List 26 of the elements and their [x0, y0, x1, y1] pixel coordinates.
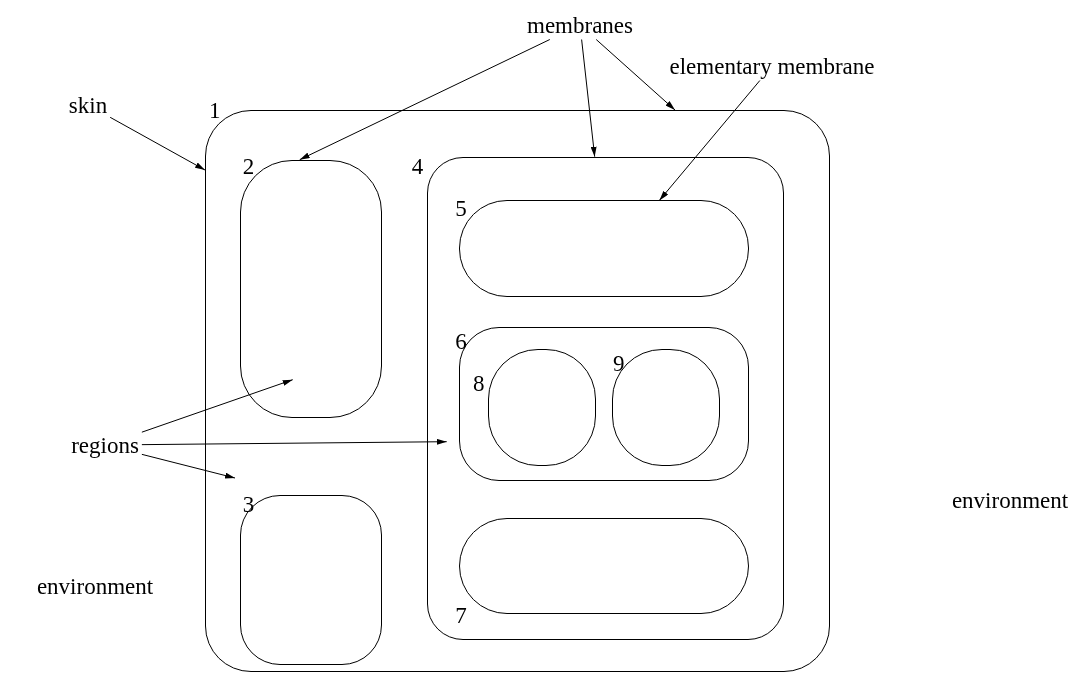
leader-arrow: [299, 39, 551, 161]
annotation-text: elementary membrane: [669, 54, 875, 78]
membrane-outline: [239, 159, 382, 418]
membrane-outline: [612, 349, 721, 467]
leader-arrow: [141, 453, 236, 479]
annotation-text: regions: [71, 433, 139, 457]
membrane-outline: [239, 494, 382, 665]
membrane-number: 2: [242, 154, 255, 178]
region-label: environment: [951, 488, 1069, 512]
leader-arrow: [109, 116, 206, 171]
leader-arrow: [595, 39, 676, 111]
annotation-text: skin: [68, 93, 108, 117]
region-label: environment: [36, 574, 154, 598]
membrane-number: 7: [455, 603, 467, 627]
membrane-number: 1: [208, 98, 221, 122]
membrane-number: 9: [613, 351, 625, 375]
leader-arrow: [581, 39, 597, 158]
membrane-number: 3: [242, 492, 255, 516]
leader-arrow: [658, 80, 761, 201]
membrane-number: 8: [473, 371, 485, 395]
membrane-number: 4: [411, 154, 424, 178]
membrane-number: 5: [455, 196, 467, 220]
leader-arrow: [141, 379, 294, 433]
annotation-text: membranes: [527, 13, 633, 37]
membrane-number: 6: [455, 329, 467, 353]
leader-arrow: [141, 438, 448, 446]
